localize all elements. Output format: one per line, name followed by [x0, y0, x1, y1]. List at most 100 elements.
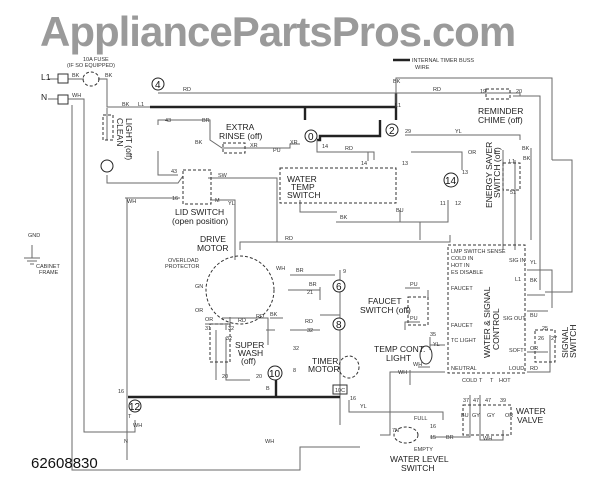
wire-label: 13 [402, 161, 408, 167]
wire-label: BR [309, 282, 317, 288]
part-number: 62608830 [31, 455, 98, 472]
wire-label: XR [290, 140, 298, 146]
wire-label: 29 [405, 129, 411, 135]
wire-label: 26 [538, 336, 544, 342]
wire-label: RD [256, 314, 264, 320]
empty-label: EMPTY [414, 447, 433, 453]
super-wash-switch [209, 323, 231, 363]
wire-label: BK [393, 79, 401, 85]
water-level-switch-label-2: SWITCH [401, 463, 435, 473]
wire-label: OR [530, 346, 538, 352]
water-temp-label: WATER [287, 174, 317, 184]
control-terminal-label: SIG IN [509, 258, 526, 264]
wire-label: 20 [256, 374, 262, 380]
signal-switch-label: SIGNAL [560, 327, 570, 358]
reminder-chime-label: REMINDER [478, 106, 523, 116]
wire-label: 11 [440, 201, 446, 207]
cabinet-frame-label-2: FRAME [39, 270, 59, 276]
clean-light-bulb-icon [100, 159, 114, 173]
wire-label: YL [530, 260, 537, 266]
control-terminal-label: ES DISABLE [451, 270, 483, 276]
timer-contact-8 [332, 317, 346, 331]
wire-label: 16 [350, 396, 356, 402]
wire-label: 25 [542, 326, 548, 332]
wire-label: RD [345, 146, 353, 152]
timer-contact-2-label: 2 [389, 126, 395, 137]
control-label: WATER & SIGNAL [482, 286, 492, 358]
water-level-switch-label: WATER LEVEL [390, 454, 449, 464]
overload-protector-label: OVERLOAD [168, 258, 199, 264]
wire-label: RD [183, 87, 191, 93]
control-terminal-label: HOT IN [451, 263, 470, 269]
lid-switch-label: LID SWITCH [175, 207, 224, 217]
terminal-n [57, 94, 69, 105]
wire-label: RD [530, 366, 538, 372]
wire-label: YL [228, 201, 235, 207]
reminder-chime-label-2: CHIME (off) [478, 115, 523, 125]
timer-contact-2 [385, 123, 399, 137]
extra-rinse-switch [222, 142, 246, 154]
l1-label: L1 [41, 72, 51, 82]
wire-label: 12 [455, 201, 461, 207]
timer-contacts: 4 0 2 14 6 8 10 12 [128, 77, 459, 413]
wire-label: WH [483, 436, 492, 442]
timer-contact-12 [128, 399, 142, 413]
wire-label: RD [238, 318, 246, 324]
wire-label: 20 [516, 89, 522, 95]
energy-saver-label-2: SWITCH (off) [492, 147, 502, 198]
wire-label: 16 [430, 424, 436, 430]
wire-label: N [124, 439, 128, 445]
box-10c [332, 384, 348, 395]
wire-label: PU [410, 282, 418, 288]
wire-label: WH [72, 93, 81, 99]
timer-motor-label-2: MOTOR [308, 364, 339, 374]
wire-label: YL [360, 404, 367, 410]
wire-label: OR [468, 150, 476, 156]
extra-rinse-label-2: RINSE (off) [219, 131, 262, 141]
timer-contact-0 [304, 129, 318, 143]
timer-motor-label: TIMER [312, 356, 338, 366]
wire-label: 32 [228, 326, 234, 332]
wire-label: BK [340, 215, 348, 221]
wire-label: OR [195, 308, 203, 314]
drive-motor-label-2: MOTOR [197, 243, 228, 253]
control-terminal-label: NEUTRAL [451, 366, 477, 372]
water-temp-label-3: SWITCH [287, 190, 321, 200]
control-terminal-label: SIG OUT [503, 316, 526, 322]
faucet-switch-label: FAUCET [368, 296, 402, 306]
control-terminal-label: HOT [499, 378, 511, 384]
wire-label: 47 [473, 398, 479, 404]
component-labels: 10A FUSE (IF SO EQUIPPED) L1 N CLEAN LIG… [28, 57, 578, 473]
super-wash-label: SUPER [235, 340, 264, 350]
water-temp-switch [279, 167, 397, 204]
timer-contact-4 [151, 77, 165, 91]
control-terminal-label: LOUD [509, 366, 524, 372]
wire-label: GY [487, 413, 495, 419]
wire-label: M [215, 198, 220, 204]
wire-label: BU [530, 313, 538, 319]
wire-label: 20 [222, 374, 228, 380]
wire-label: 43 [171, 169, 177, 175]
lid-switch [182, 169, 212, 205]
signal-switch-label-2: SWITCH [568, 324, 578, 358]
control-terminal-label: T [490, 378, 494, 384]
wire-label: SW [218, 173, 228, 179]
gnd-label: GND [28, 233, 40, 239]
faucet-switch-label-2: SWITCH (off) [360, 305, 411, 315]
full-label: FULL [414, 416, 427, 422]
timer-contact-14-label: 14 [445, 176, 457, 187]
wire-label: WH [413, 362, 422, 368]
wire-label: BR [202, 118, 210, 124]
wire-label: 14 [322, 144, 328, 150]
water-signal-control [447, 244, 526, 374]
timer-contact-10 [267, 365, 283, 381]
control-terminal-label: SOFT [509, 348, 524, 354]
wire-label: XR [250, 143, 258, 149]
components [24, 71, 556, 444]
wire-label: 37 [463, 398, 469, 404]
wire-label: 9 [343, 269, 346, 275]
control-terminal-label: COLD IN [451, 256, 473, 262]
super-wash-label-3: (off) [241, 356, 256, 366]
temp-cont-light-label-2: LIGHT [386, 353, 411, 363]
